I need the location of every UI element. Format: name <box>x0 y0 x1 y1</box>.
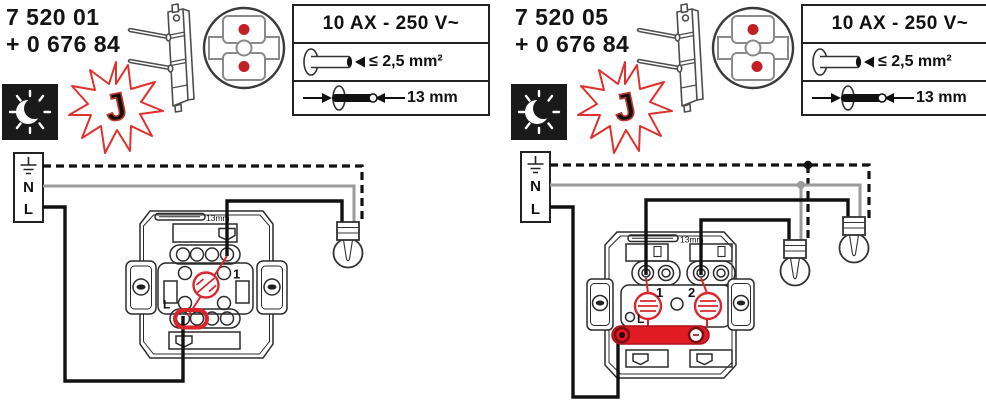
product-code-line1: 7 520 05 <box>515 4 609 30</box>
supply-terminal-block: N L <box>13 152 44 223</box>
rating-text: 10 AX - 250 V~ <box>322 13 460 34</box>
line-label: L <box>163 298 170 312</box>
product-code-line2: + 0 676 84 <box>6 31 121 57</box>
glow-letter: J <box>610 85 639 130</box>
spec-box: 10 AX - 250 V~ ≤ 2,5 mm² <box>292 4 490 116</box>
lamp-2 <box>838 216 870 264</box>
line-label: L <box>637 312 644 326</box>
strip-length-text: 13 mm <box>407 89 458 106</box>
terminal-l-label: L <box>24 201 33 218</box>
wiring-diagram-single: N L 13mm 1 L <box>13 152 364 383</box>
mounting-claws <box>125 260 288 315</box>
night-visibility-icon <box>511 84 567 140</box>
indicator-lamp-symbol <box>187 255 228 317</box>
strip-length-icon <box>812 85 914 111</box>
product-code-line1: 7 520 01 <box>6 4 100 30</box>
earth-junction-dot <box>803 160 813 170</box>
rating-text: 10 AX - 250 V~ <box>831 13 969 34</box>
line-feed-wire <box>550 205 620 399</box>
header-single: 7 520 01 + 0 676 84 <box>0 0 493 154</box>
earth-wire <box>43 164 364 222</box>
mounting-claws <box>586 278 755 331</box>
earth-wire <box>550 163 871 220</box>
spec-box: 10 AX - 250 V~ ≤ 2,5 mm² <box>801 4 986 116</box>
lamp-position-dot-top <box>747 24 759 35</box>
lamp-module-icon <box>127 3 195 113</box>
rating-row: 10 AX - 250 V~ <box>294 6 488 44</box>
lamp-position-dot-top <box>238 24 250 35</box>
product-code-line2: + 0 676 84 <box>515 31 630 57</box>
terminal-n-label: N <box>23 179 34 196</box>
lamp-position-dot-bottom <box>238 61 250 72</box>
supply-terminal-block: N L <box>520 151 551 223</box>
lamp-position-dot-bottom <box>751 61 763 72</box>
wire-section-row: ≤ 2,5 mm² <box>294 44 488 82</box>
earth-symbol <box>20 157 37 175</box>
strip-length-row: 13 mm <box>294 82 488 114</box>
gauge-label: 13mm <box>206 213 230 223</box>
panel-double-switch: 7 520 05 + 0 676 84 <box>493 0 986 400</box>
glow-letter: J <box>101 85 130 130</box>
mechanism-rear-view-icon <box>711 6 795 90</box>
pole1-label: 1 <box>233 267 240 282</box>
starburst-outline <box>577 61 673 154</box>
lamp-1 <box>779 239 811 287</box>
wire-section-row: ≤ 2,5 mm² <box>803 44 986 82</box>
neutral-junction-dot <box>797 181 805 189</box>
cable-section-icon <box>812 48 874 76</box>
strip-length-row: 13 mm <box>803 82 986 114</box>
panel-single-switch: 7 520 01 + 0 676 84 <box>0 0 493 383</box>
product-codes: 7 520 01 + 0 676 84 <box>6 4 120 58</box>
lamp-module-icon <box>636 3 704 113</box>
indicator-lamp-symbols <box>633 277 723 327</box>
wire-section-text: ≤ 2,5 mm² <box>878 53 952 70</box>
pole2-label: 2 <box>688 285 695 300</box>
pole1-label: 1 <box>656 285 663 300</box>
lamp <box>332 221 364 269</box>
terminal-l-label: L <box>531 201 540 218</box>
neutral-wire <box>43 184 356 226</box>
night-visibility-icon <box>2 84 58 140</box>
glow-locator-icon: J <box>68 61 164 154</box>
wiring-diagram-double: N L <box>520 151 871 399</box>
header-double: 7 520 05 + 0 676 84 <box>509 0 986 154</box>
rating-row: 10 AX - 250 V~ <box>803 6 986 44</box>
product-codes: 7 520 05 + 0 676 84 <box>515 4 629 58</box>
line-terminal-highlight <box>173 308 209 330</box>
earth-symbol <box>527 156 544 174</box>
strip-length-icon <box>303 85 405 111</box>
cable-section-icon <box>303 48 365 76</box>
wire-section-text: ≤ 2,5 mm² <box>369 53 443 70</box>
line-feed-wire <box>43 205 185 383</box>
strip-length-text: 13 mm <box>916 89 967 106</box>
mechanism-rear-view-icon <box>202 6 286 90</box>
switched-wire-1 <box>644 198 850 275</box>
terminal-n-label: N <box>530 178 541 195</box>
switched-wire <box>225 199 344 256</box>
neutral-wire <box>550 183 862 220</box>
starburst-outline <box>68 61 164 154</box>
switch-mechanism <box>586 231 755 379</box>
line-bus-bar <box>611 325 710 345</box>
switched-wire-2 <box>699 218 791 275</box>
gauge-label: 13mm <box>680 235 704 245</box>
glow-locator-icon: J <box>577 61 673 154</box>
